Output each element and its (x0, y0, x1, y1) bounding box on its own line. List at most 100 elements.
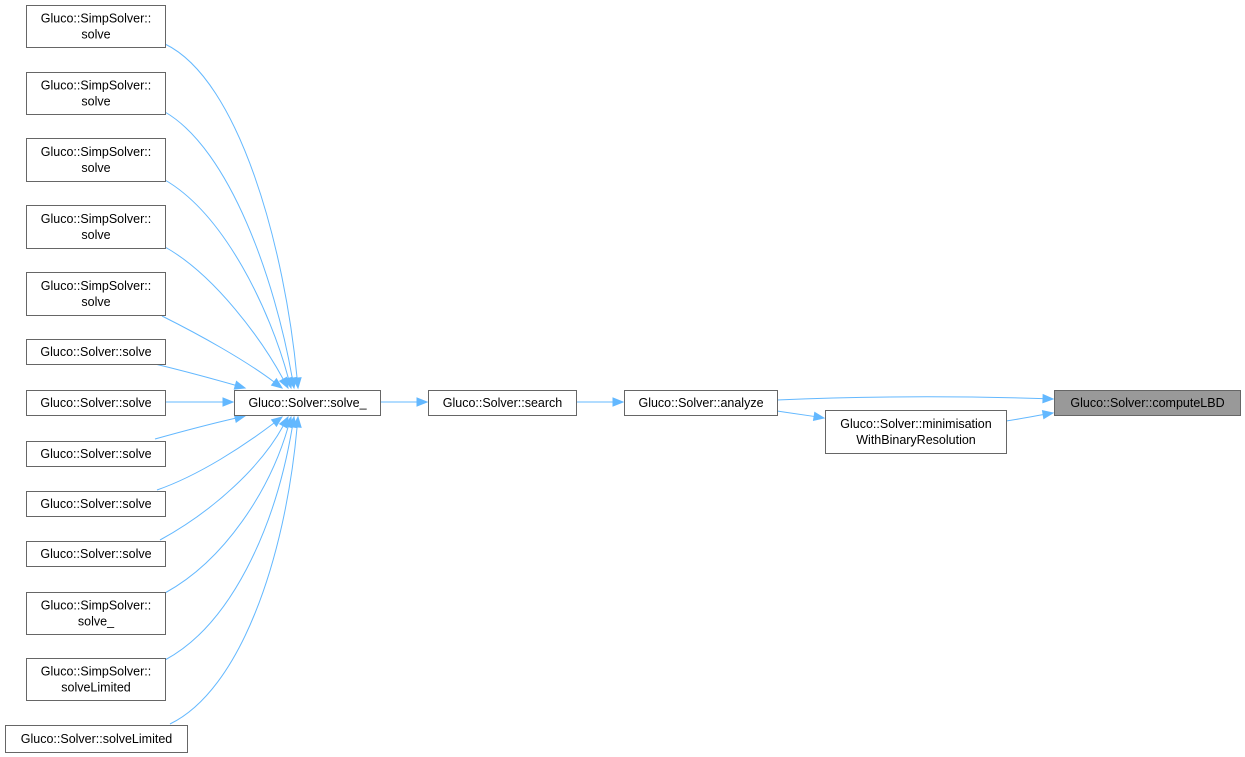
node-label: Gluco::Solver::computeLBD (1070, 396, 1224, 410)
edge-n1-to-solve_ (164, 43, 302, 390)
node-box (26, 205, 166, 249)
node-box (26, 5, 166, 48)
node-n1[interactable]: Gluco::SimpSolver::solve (26, 5, 166, 48)
edge-line (776, 396, 1044, 401)
edge-line (164, 111, 293, 379)
node-box (234, 390, 381, 416)
node-label: Gluco::Solver::solve (40, 447, 151, 461)
node-label: Gluco::SimpSolver:: (41, 665, 151, 679)
nodes-layer: Gluco::SimpSolver::solveGluco::SimpSolve… (5, 5, 1241, 753)
edge-n9-to-solve_ (156, 416, 284, 491)
node-n2[interactable]: Gluco::SimpSolver::solve (26, 72, 166, 115)
edges-layer (154, 43, 1055, 725)
node-box (26, 592, 166, 635)
edge-line (156, 422, 275, 491)
node-current-function[interactable]: Gluco::Solver::computeLBD (1054, 390, 1241, 416)
edge-line (164, 246, 284, 380)
node-box (26, 138, 166, 182)
node-box (624, 390, 778, 416)
node-search[interactable]: Gluco::Solver::search (428, 390, 577, 416)
edge-line (154, 417, 236, 440)
edge-line (1005, 414, 1044, 422)
node-box (26, 491, 166, 517)
node-n9[interactable]: Gluco::Solver::solve (26, 491, 166, 517)
node-n11[interactable]: Gluco::SimpSolver::solve_ (26, 592, 166, 635)
edge-minim-to-lbd (1005, 410, 1055, 422)
node-n8[interactable]: Gluco::Solver::solve (26, 441, 166, 467)
node-n13[interactable]: Gluco::Solver::solveLimited (5, 725, 188, 753)
node-label: Gluco::Solver::solve (40, 547, 151, 561)
node-label: Gluco::SimpSolver:: (41, 279, 151, 293)
node-label: Gluco::SimpSolver:: (41, 599, 151, 613)
arrowhead-icon (1042, 393, 1055, 404)
edge-line (154, 363, 236, 386)
node-label: Gluco::SimpSolver:: (41, 145, 151, 159)
edge-n4-to-solve_ (164, 246, 289, 390)
edge-n10-to-solve_ (159, 415, 289, 541)
node-label: Gluco::SimpSolver:: (41, 12, 151, 26)
node-n7[interactable]: Gluco::Solver::solve (26, 390, 166, 416)
edge-n8-to-solve_ (154, 413, 247, 440)
node-label: WithBinaryResolution (856, 433, 976, 447)
arrowhead-icon (270, 416, 284, 428)
edge-line (164, 179, 289, 379)
node-minim[interactable]: Gluco::Solver::minimisationWithBinaryRes… (825, 410, 1007, 454)
node-box (26, 72, 166, 115)
node-box (26, 339, 166, 365)
edge-n5-to-solve_ (161, 315, 284, 389)
edge-n6-to-solve_ (154, 363, 247, 390)
node-label: Gluco::Solver::solve_ (248, 396, 367, 410)
node-label: Gluco::Solver::analyze (638, 396, 763, 410)
node-label: Gluco::Solver::solve (40, 497, 151, 511)
edge-line (159, 425, 284, 541)
edge-analyze-to-minim (776, 410, 826, 422)
node-label: Gluco::Solver::solveLimited (21, 732, 173, 746)
edge-line (164, 426, 293, 661)
node-box (825, 410, 1007, 454)
arrowhead-icon (1041, 410, 1055, 420)
arrowhead-icon (292, 415, 302, 428)
node-solve_[interactable]: Gluco::Solver::solve_ (234, 390, 381, 416)
edge-line (776, 410, 815, 417)
edge-n13-to-solve_ (169, 415, 302, 725)
node-analyze[interactable]: Gluco::Solver::analyze (624, 390, 778, 416)
edge-line (164, 426, 289, 594)
edge-analyze-to-lbd (776, 393, 1055, 404)
node-label: Gluco::SimpSolver:: (41, 212, 151, 226)
node-label: Gluco::SimpSolver:: (41, 79, 151, 93)
node-box (5, 725, 188, 753)
node-label: solve (81, 228, 110, 242)
node-label: solve_ (78, 615, 115, 629)
node-label: Gluco::Solver::search (443, 396, 563, 410)
node-box (428, 390, 577, 416)
node-n3[interactable]: Gluco::SimpSolver::solve (26, 138, 166, 182)
node-box (1054, 390, 1241, 416)
node-label: solve (81, 28, 110, 42)
node-n12[interactable]: Gluco::SimpSolver::solveLimited (26, 658, 166, 701)
node-n10[interactable]: Gluco::Solver::solve (26, 541, 166, 567)
edge-n3-to-solve_ (164, 179, 293, 390)
arrowhead-icon (612, 397, 625, 407)
node-box (26, 272, 166, 316)
node-n5[interactable]: Gluco::SimpSolver::solve (26, 272, 166, 316)
node-label: solve (81, 295, 110, 309)
edge-n2-to-solve_ (164, 111, 297, 390)
node-box (26, 541, 166, 567)
edge-line (161, 315, 275, 383)
edge-solve_-to-search (380, 397, 429, 407)
node-label: Gluco::Solver::solve (40, 396, 151, 410)
arrowhead-icon (222, 397, 235, 407)
node-box (26, 390, 166, 416)
arrowhead-icon (270, 377, 284, 389)
edge-line (164, 43, 298, 379)
node-label: solve (81, 161, 110, 175)
arrowhead-icon (278, 376, 289, 390)
node-label: Gluco::Solver::minimisation (840, 417, 991, 431)
node-label: solve (81, 95, 110, 109)
node-n4[interactable]: Gluco::SimpSolver::solve (26, 205, 166, 249)
edge-line (169, 426, 298, 725)
arrowhead-icon (416, 397, 429, 407)
node-label: solveLimited (61, 681, 131, 695)
node-n6[interactable]: Gluco::Solver::solve (26, 339, 166, 365)
